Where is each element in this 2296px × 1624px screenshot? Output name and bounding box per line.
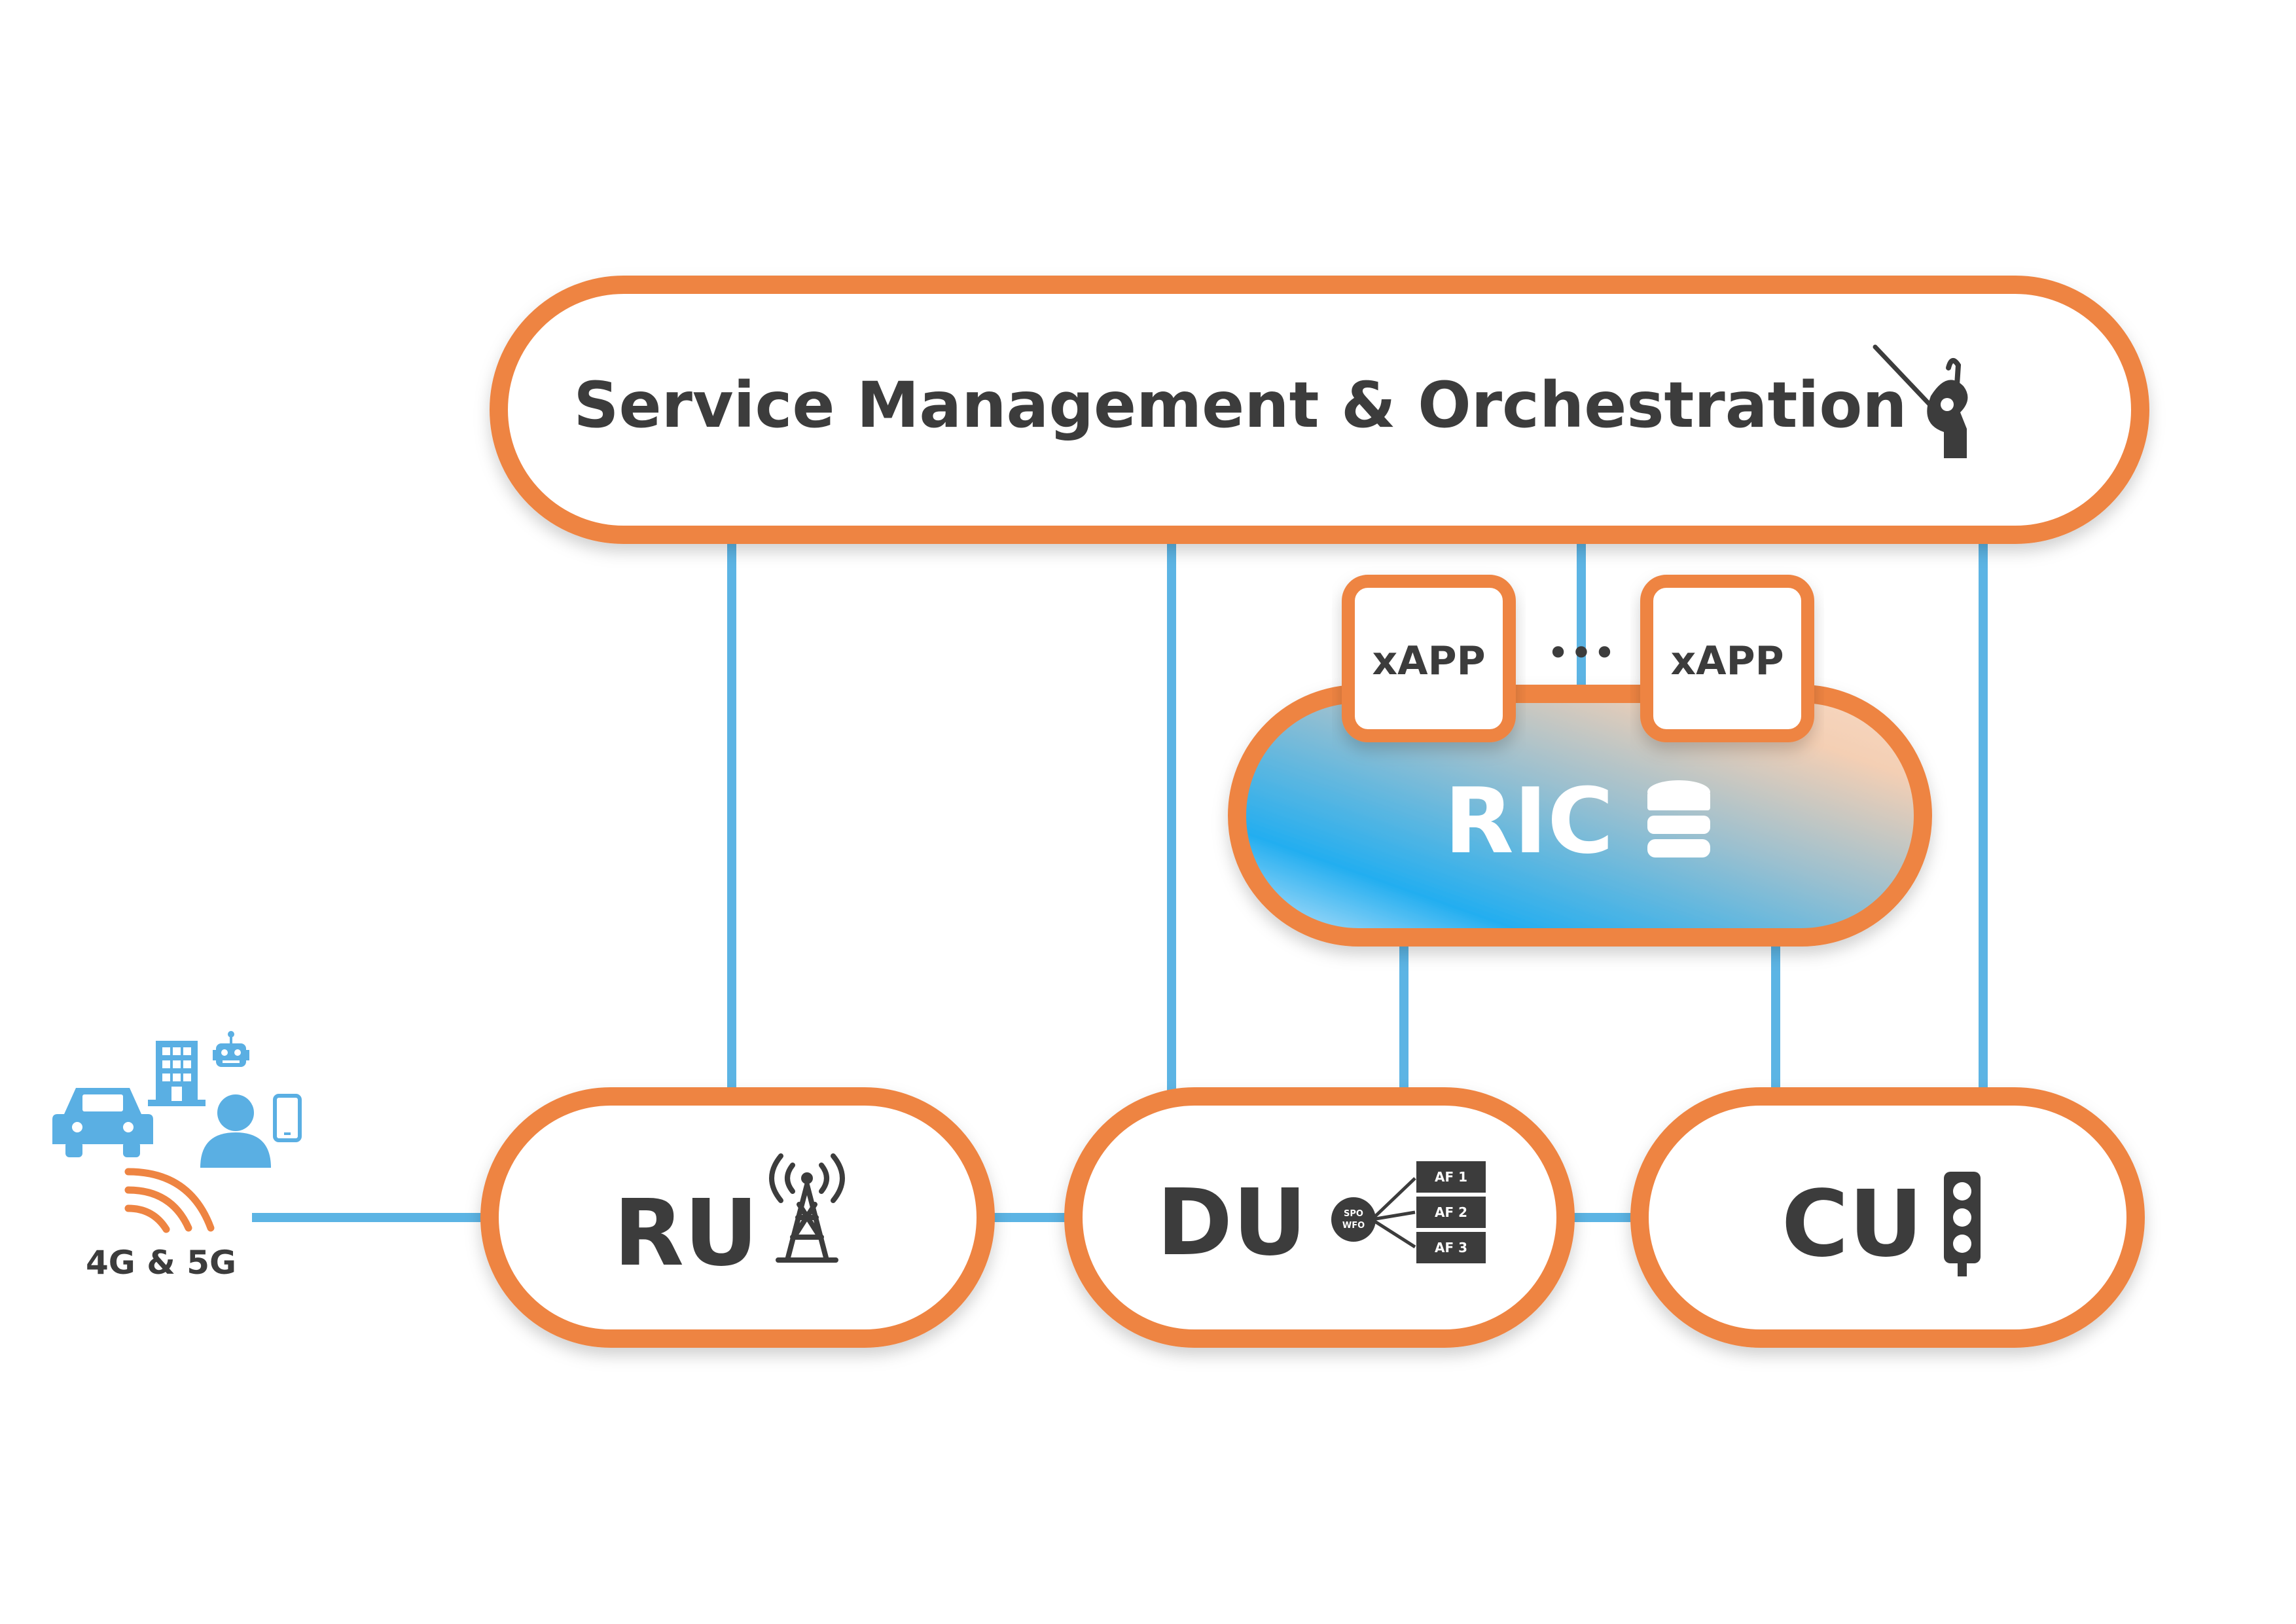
xapp-label-2: xAPP xyxy=(1670,638,1784,684)
ue-devices: 4G & 5G xyxy=(52,1031,302,1282)
acceleration-functions-icon: SPO WFO AF 1 AF 2 AF 3 xyxy=(1331,1161,1486,1263)
traffic-light-icon xyxy=(1944,1172,1981,1276)
building-icon xyxy=(148,1041,206,1106)
du-block: DU SPO WFO AF 1 AF 2 AF 3 xyxy=(1064,1087,1575,1348)
xapp-box-1: xAPP xyxy=(1342,575,1516,742)
smartphone-icon xyxy=(273,1094,302,1142)
ue-label: 4G & 5G xyxy=(86,1244,236,1282)
xapp-label-1: xAPP xyxy=(1372,638,1485,684)
ru-title: RU xyxy=(613,1180,758,1287)
robot-icon xyxy=(213,1031,249,1067)
cu-title: CU xyxy=(1782,1171,1923,1278)
hub-label-spo: SPO xyxy=(1344,1209,1363,1219)
hub-label-wfo: WFO xyxy=(1342,1221,1365,1231)
af-label-1: AF 1 xyxy=(1435,1169,1467,1185)
smo-block: Service Management & Orchestration xyxy=(490,276,2149,544)
af-label-2: AF 2 xyxy=(1435,1204,1467,1220)
cu-block: CU xyxy=(1630,1087,2145,1348)
ru-block: RU xyxy=(480,1087,995,1348)
interface-links xyxy=(252,543,1988,1222)
conductor-baton-hand-icon xyxy=(1873,344,1968,458)
spo-wfo-hub xyxy=(1331,1197,1376,1242)
af-label-3: AF 3 xyxy=(1435,1240,1467,1255)
user-icon xyxy=(200,1094,271,1168)
database-icon xyxy=(1647,780,1710,857)
xapp-box-2: xAPP xyxy=(1640,575,1814,742)
car-icon xyxy=(52,1088,153,1157)
smo-title: Service Management & Orchestration xyxy=(573,369,1907,442)
wireless-signal-icon xyxy=(124,1168,215,1233)
du-title: DU xyxy=(1157,1170,1307,1276)
xapp-ellipsis: ••• xyxy=(1547,630,1616,676)
cell-tower-icon xyxy=(769,1153,845,1263)
ric-block: RIC xyxy=(1228,685,1932,947)
ric-title: RIC xyxy=(1444,768,1614,874)
